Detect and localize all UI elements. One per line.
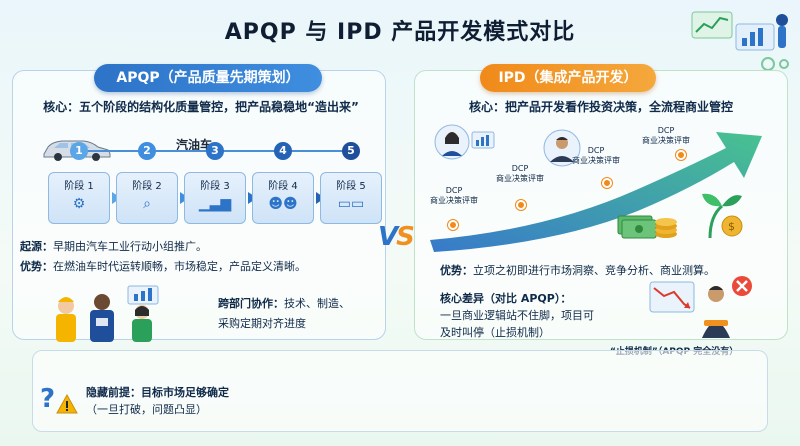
stage-box-3: 阶段 3 ▁▃▆	[184, 172, 246, 224]
dashboard-illustration	[691, 11, 789, 71]
plant-dollar-icon: $	[702, 193, 743, 239]
dcp-desc: 商业决策评审	[642, 136, 690, 145]
apqp-pill: APQP（产品质量先期策划）	[94, 64, 322, 92]
stage-box-1: 阶段 1 ⚙	[48, 172, 110, 224]
dcp-code: DCP	[445, 186, 463, 195]
investor-man-icon	[543, 129, 581, 167]
investor-woman-icon	[434, 124, 495, 160]
magnifier-icon: ⌕	[143, 196, 151, 212]
ipd-core-difference: 核心差异（对比 APQP）： 一旦商业逻辑站不住脚，项目可 及时叫停（止损机制）	[440, 292, 594, 339]
hidden-premise: 隐藏前提：目标市场足够确定 （一旦打破，问题凸显）	[86, 386, 229, 416]
stage-number-2: 2	[138, 142, 156, 160]
stage-label: 阶段 1	[64, 181, 94, 192]
hidden-premise-box	[32, 350, 768, 432]
stage-number-3: 3	[206, 142, 224, 160]
apqp-core: 核心：五个阶段的结构化质量管控，把产品稳稳地“造出来”	[43, 100, 359, 114]
vs-badge: VS	[378, 222, 415, 252]
apqp-collab: 跨部门协作：技术、制造、 采购定期对齐进度	[218, 297, 350, 330]
stage-box-4: 阶段 4 ☻☻	[252, 172, 314, 224]
stage-label: 阶段 3	[200, 181, 230, 192]
stage-number-1: 1	[70, 142, 88, 160]
money-coins-icon	[617, 215, 677, 239]
dcp-desc: 商业决策评审	[496, 174, 544, 183]
stage-box-2: 阶段 2 ⌕	[116, 172, 178, 224]
stage-number-5: 5	[342, 142, 360, 160]
team-illustration	[56, 285, 159, 342]
warning-icon	[56, 394, 78, 414]
stage-label: 阶段 4	[268, 181, 298, 192]
stage-number-4: 4	[274, 142, 292, 160]
stage-label: 阶段 2	[132, 181, 162, 192]
dcp-desc: 商业决策评审	[430, 196, 478, 205]
conveyor-icon: ▭▭	[337, 196, 365, 212]
car-label: 汽油车	[176, 138, 213, 152]
dcp-code: DCP	[511, 164, 529, 173]
apqp-origin: 起源：早期由汽车工业行动小组推广。	[20, 240, 207, 253]
dcp-dot-2	[516, 200, 526, 210]
page-title: APQP 与 IPD 产品开发模式对比	[224, 20, 576, 45]
dcp-dot-1	[448, 220, 458, 230]
ipd-core: 核心：把产品开发看作投资决策，全流程商业管控	[468, 100, 733, 114]
svg-text:$: $	[728, 220, 735, 233]
dcp-dot-3	[602, 178, 612, 188]
team-icon: ☻☻	[268, 196, 298, 212]
ipd-advantage: 优势：立项之初即进行市场洞察、竞争分析、商业测算。	[440, 264, 715, 277]
bar-chart-icon: ▁▃▆	[198, 196, 232, 212]
gear-icon: ⚙	[72, 196, 86, 212]
stop-loss-illustration	[649, 276, 752, 338]
ipd-pill: IPD（集成产品开发）	[480, 64, 656, 92]
stage-box-5: 阶段 5 ▭▭	[320, 172, 382, 224]
dcp-desc: 商业决策评审	[572, 156, 620, 165]
growth-arrow	[430, 132, 762, 252]
question-icon: ?	[40, 384, 56, 414]
stage-label: 阶段 5	[336, 181, 366, 192]
dcp-dot-4	[676, 150, 686, 160]
apqp-advantage: 优势：在燃油车时代运转顺畅，市场稳定，产品定义清晰。	[20, 260, 306, 273]
dcp-code: DCP	[587, 146, 605, 155]
dcp-code: DCP	[657, 126, 675, 135]
